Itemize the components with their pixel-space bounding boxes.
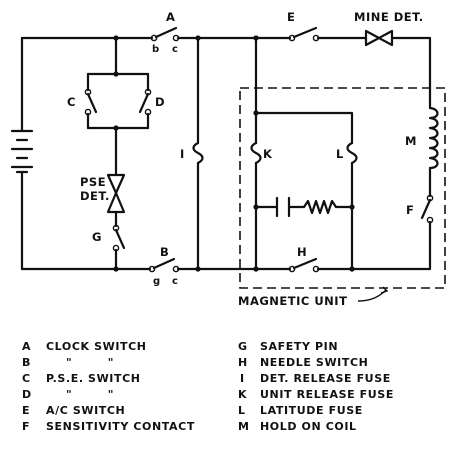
magnetic-unit-boundary — [239, 87, 446, 289]
legend-key: M — [238, 420, 250, 433]
label-m: M — [405, 134, 417, 148]
resistor-symbol — [302, 199, 338, 215]
legend-desc: NEEDLE SWITCH — [260, 356, 368, 369]
legend-key: B — [22, 356, 31, 369]
legend-key: H — [238, 356, 248, 369]
label-k: K — [263, 147, 273, 161]
legend-key: L — [238, 404, 246, 417]
legend-key: G — [238, 340, 248, 353]
legend-key: C — [22, 372, 31, 385]
label-i: I — [180, 147, 185, 161]
magnetic-unit-pointer — [357, 289, 387, 302]
label-e: E — [287, 10, 295, 24]
switch-e-symbol — [288, 26, 320, 42]
switch-h-symbol — [288, 257, 320, 273]
mine-detonator-symbol — [364, 29, 394, 47]
label-det: DET. — [80, 189, 110, 203]
wiring — [20, 36, 432, 271]
legend-left: A CLOCK SWITCH B " " C P.S.E. SWITCH D "… — [22, 340, 195, 433]
label-b: B — [160, 245, 169, 259]
label-d: D — [155, 95, 165, 109]
fuse-l-symbol — [346, 141, 358, 165]
label-pse: PSE — [80, 175, 106, 189]
legend-desc: P.S.E. SWITCH — [46, 372, 141, 385]
legend-desc: " " — [66, 356, 114, 369]
legend-desc: LATITUDE FUSE — [260, 404, 363, 417]
switch-c-symbol — [84, 88, 98, 116]
label-c-sub-bottom: c — [172, 276, 178, 287]
label-c: C — [67, 95, 76, 109]
label-f: F — [406, 203, 414, 217]
legend-key: D — [22, 388, 32, 401]
label-g-sub: g — [153, 276, 161, 287]
legend-key: K — [238, 388, 247, 401]
pse-detonator-symbol — [106, 173, 126, 214]
legend-key: I — [240, 372, 245, 385]
legend-key: E — [22, 404, 30, 417]
fuse-i-symbol — [192, 141, 204, 165]
legend-desc: A/C SWITCH — [46, 404, 125, 417]
legend-right: G SAFETY PIN H NEEDLE SWITCH I DET. RELE… — [238, 340, 394, 433]
legend-key: F — [22, 420, 30, 433]
label-g: G — [92, 230, 102, 244]
legend-desc: " " — [66, 388, 114, 401]
legend-desc: SAFETY PIN — [260, 340, 338, 353]
label-l: L — [336, 147, 344, 161]
label-a: A — [166, 10, 175, 24]
label-b-sub-top: b — [152, 44, 160, 55]
fuse-k-symbol — [250, 141, 262, 165]
legend-desc: CLOCK SWITCH — [46, 340, 147, 353]
label-mine-det: MINE DET. — [354, 10, 424, 24]
legend-desc: UNIT RELEASE FUSE — [260, 388, 394, 401]
junction-dots — [113, 35, 355, 272]
legend-desc: HOLD ON COIL — [260, 420, 357, 433]
legend-key: A — [22, 340, 31, 353]
label-magnetic-unit: MAGNETIC UNIT — [238, 294, 347, 308]
battery-symbol — [10, 129, 34, 174]
label-c-sub-top: c — [172, 44, 178, 55]
switch-a-symbol — [150, 26, 180, 42]
hold-on-coil-symbol — [428, 106, 439, 170]
switch-b-symbol — [148, 257, 180, 273]
capacitor-symbol — [275, 196, 291, 218]
switch-g-symbol — [112, 224, 126, 252]
switch-f-symbol — [420, 194, 434, 224]
legend-desc: DET. RELEASE FUSE — [260, 372, 391, 385]
label-h: H — [297, 245, 307, 259]
switch-d-symbol — [138, 88, 152, 116]
legend-desc: SENSITIVITY CONTACT — [46, 420, 195, 433]
